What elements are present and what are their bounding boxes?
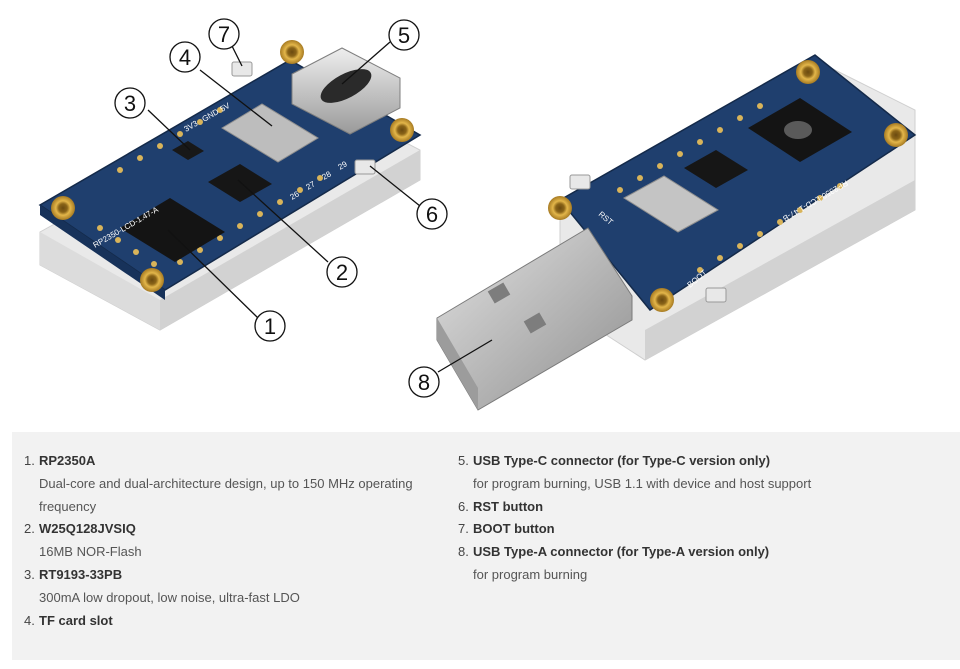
legend-item-title: TF card slot <box>39 612 113 628</box>
callout-5: 5 <box>388 19 420 51</box>
legend-item-flash: 2. W25Q128JVSIQ 16MB NOR-Flash <box>24 518 454 564</box>
callout-6-label: 6 <box>426 202 438 227</box>
right-board <box>436 54 917 411</box>
product-photo: 1 2 3 4 5 6 7 8 RP2350-LCD-1.47-A RP2350… <box>38 18 917 411</box>
tf-card-slot <box>221 103 319 163</box>
legend-item-desc: Dual-core and dual-architecture design, … <box>39 475 413 514</box>
left-board <box>38 40 422 331</box>
legend-item-number: 2. <box>24 521 35 537</box>
legend-item-number: 1. <box>24 453 35 468</box>
ldo-chip <box>172 141 204 160</box>
legend-item-number: 5. <box>458 453 469 468</box>
legend-item-number: 3. <box>24 566 35 582</box>
leader-lines <box>147 41 493 373</box>
legend-item-title: USB Type-A connector (for Type-A version… <box>473 544 770 560</box>
legend-item-title: BOOT button <box>473 521 555 537</box>
callout-4-label: 4 <box>179 45 191 70</box>
callout-7: 7 <box>208 18 240 50</box>
legend-item-title: RT9193-33PB <box>39 566 123 582</box>
legend-item-rst-button: 6. RST button <box>458 496 888 519</box>
legend-item-tf-card-slot: 4. TF card slot <box>24 610 454 633</box>
legend-item-desc: 300mA low dropout, low noise, ultra-fast… <box>39 589 300 605</box>
callout-6: 6 <box>416 198 448 230</box>
legend-item-title: RST button <box>473 498 544 514</box>
legend-item-number: 6. <box>458 498 469 514</box>
legend-item-ldo: 3. RT9193-33PB 300mA low dropout, low no… <box>24 564 454 610</box>
boot-button <box>231 61 253 77</box>
callout-1-label: 1 <box>264 314 276 339</box>
legend-item-number: 8. <box>458 544 469 560</box>
legend-item-title: USB Type-C connector (for Type-C version… <box>473 453 771 468</box>
legend-item-title: W25Q128JVSIQ <box>39 521 136 537</box>
legend-item-usb-c: 5. USB Type-C connector (for Type-C vers… <box>458 450 888 496</box>
callout-8: 8 <box>408 366 440 398</box>
callout-5-label: 5 <box>398 23 410 48</box>
callout-3: 3 <box>114 87 146 119</box>
callout-3-label: 3 <box>124 91 136 116</box>
legend-item-title: RP2350A <box>39 453 96 468</box>
legend-item-desc: for program burning, USB 1.1 with device… <box>473 475 812 491</box>
rst-button <box>354 159 376 175</box>
legend-right-column: 5. USB Type-C connector (for Type-C vers… <box>458 450 888 587</box>
rp2350-chip <box>120 198 225 262</box>
callout-2: 2 <box>326 256 358 288</box>
legend-item-rp2350a: 1. RP2350A Dual-core and dual-architectu… <box>24 450 454 518</box>
legend-item-usb-a: 8. USB Type-A connector (for Type-A vers… <box>458 541 888 587</box>
legend-left-column: 1. RP2350A Dual-core and dual-architectu… <box>24 450 454 632</box>
callout-1: 1 <box>254 310 286 342</box>
callout-4: 4 <box>169 41 201 73</box>
callout-8-label: 8 <box>418 370 430 395</box>
legend-item-number: 4. <box>24 612 35 628</box>
legend-item-number: 7. <box>458 521 469 537</box>
legend-item-boot-button: 7. BOOT button <box>458 518 888 541</box>
legend-item-desc: 16MB NOR-Flash <box>39 544 142 560</box>
legend-item-desc: for program burning <box>473 566 588 582</box>
callout-2-label: 2 <box>336 260 348 285</box>
flash-chip <box>208 164 272 202</box>
callout-7-label: 7 <box>218 22 230 47</box>
legend-panel: 1. RP2350A Dual-core and dual-architectu… <box>12 432 960 660</box>
